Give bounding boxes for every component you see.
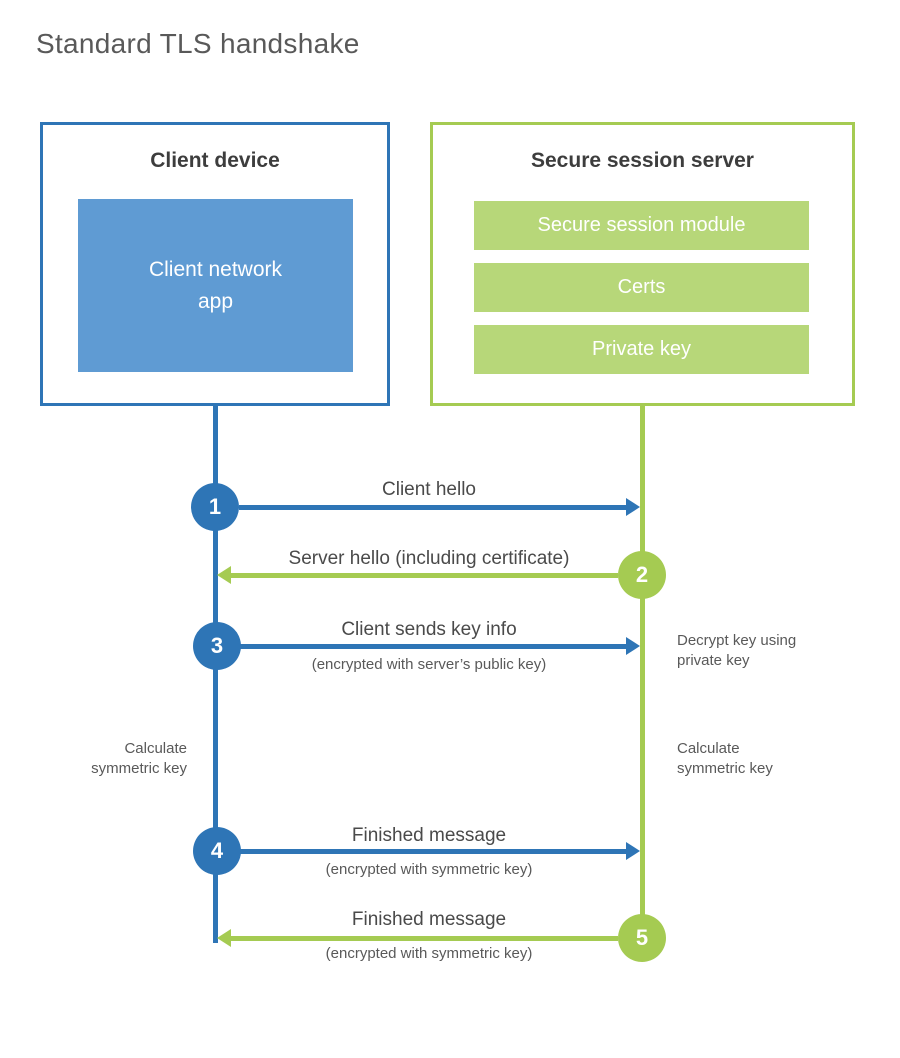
step-badge-2: 2 [618, 551, 666, 599]
arrow-step2-shaft [231, 573, 618, 578]
step-badge-3: 3 [193, 622, 241, 670]
server-module-private-key: Private key [474, 325, 809, 374]
arrow-step3-shaft [240, 644, 626, 649]
annotation-decrypt-key: Decrypt key using private key [677, 632, 797, 669]
step-badge-5: 5 [618, 914, 666, 962]
arrow-step5-shaft [231, 936, 618, 941]
server-lifeline [640, 406, 645, 938]
message-label-finished-client: Finished message [351, 825, 507, 846]
step-badge-1: 1 [191, 483, 239, 531]
server-box: Secure session server Secure session mod… [430, 122, 855, 406]
page-title: Standard TLS handshake [36, 28, 360, 59]
client-lifeline [213, 406, 218, 943]
message-label-server-hello: Server hello (including certificate) [288, 548, 570, 569]
message-label-finished-server: Finished message [351, 909, 507, 930]
annotation-calc-symmetric-key-server: Calculate symmetric key [677, 740, 773, 777]
arrow-step1-head-icon [626, 498, 640, 516]
client-network-app-box: Client network app [78, 199, 353, 372]
arrow-step5-head-icon [217, 929, 231, 947]
server-module-secure-session: Secure session module [474, 201, 809, 250]
client-device-box: Client device Client network app [40, 122, 390, 406]
arrow-step1-shaft [239, 505, 626, 510]
arrow-step3-head-icon [626, 637, 640, 655]
arrow-step2-head-icon [217, 566, 231, 584]
annotation-calc-symmetric-key-client: Calculate symmetric key [91, 740, 187, 777]
message-sublabel-finished-client: (encrypted with symmetric key) [325, 861, 533, 878]
server-title: Secure session server [531, 149, 754, 172]
message-sublabel-finished-server: (encrypted with symmetric key) [325, 945, 533, 962]
message-label-client-key-info: Client sends key info [341, 619, 517, 640]
client-device-title: Client device [150, 149, 280, 172]
message-sublabel-client-key-info: (encrypted with server’s public key) [311, 656, 547, 673]
server-module-certs: Certs [474, 263, 809, 312]
arrow-step4-head-icon [626, 842, 640, 860]
step-badge-4: 4 [193, 827, 241, 875]
arrow-step4-shaft [240, 849, 626, 854]
message-label-client-hello: Client hello [382, 479, 476, 500]
